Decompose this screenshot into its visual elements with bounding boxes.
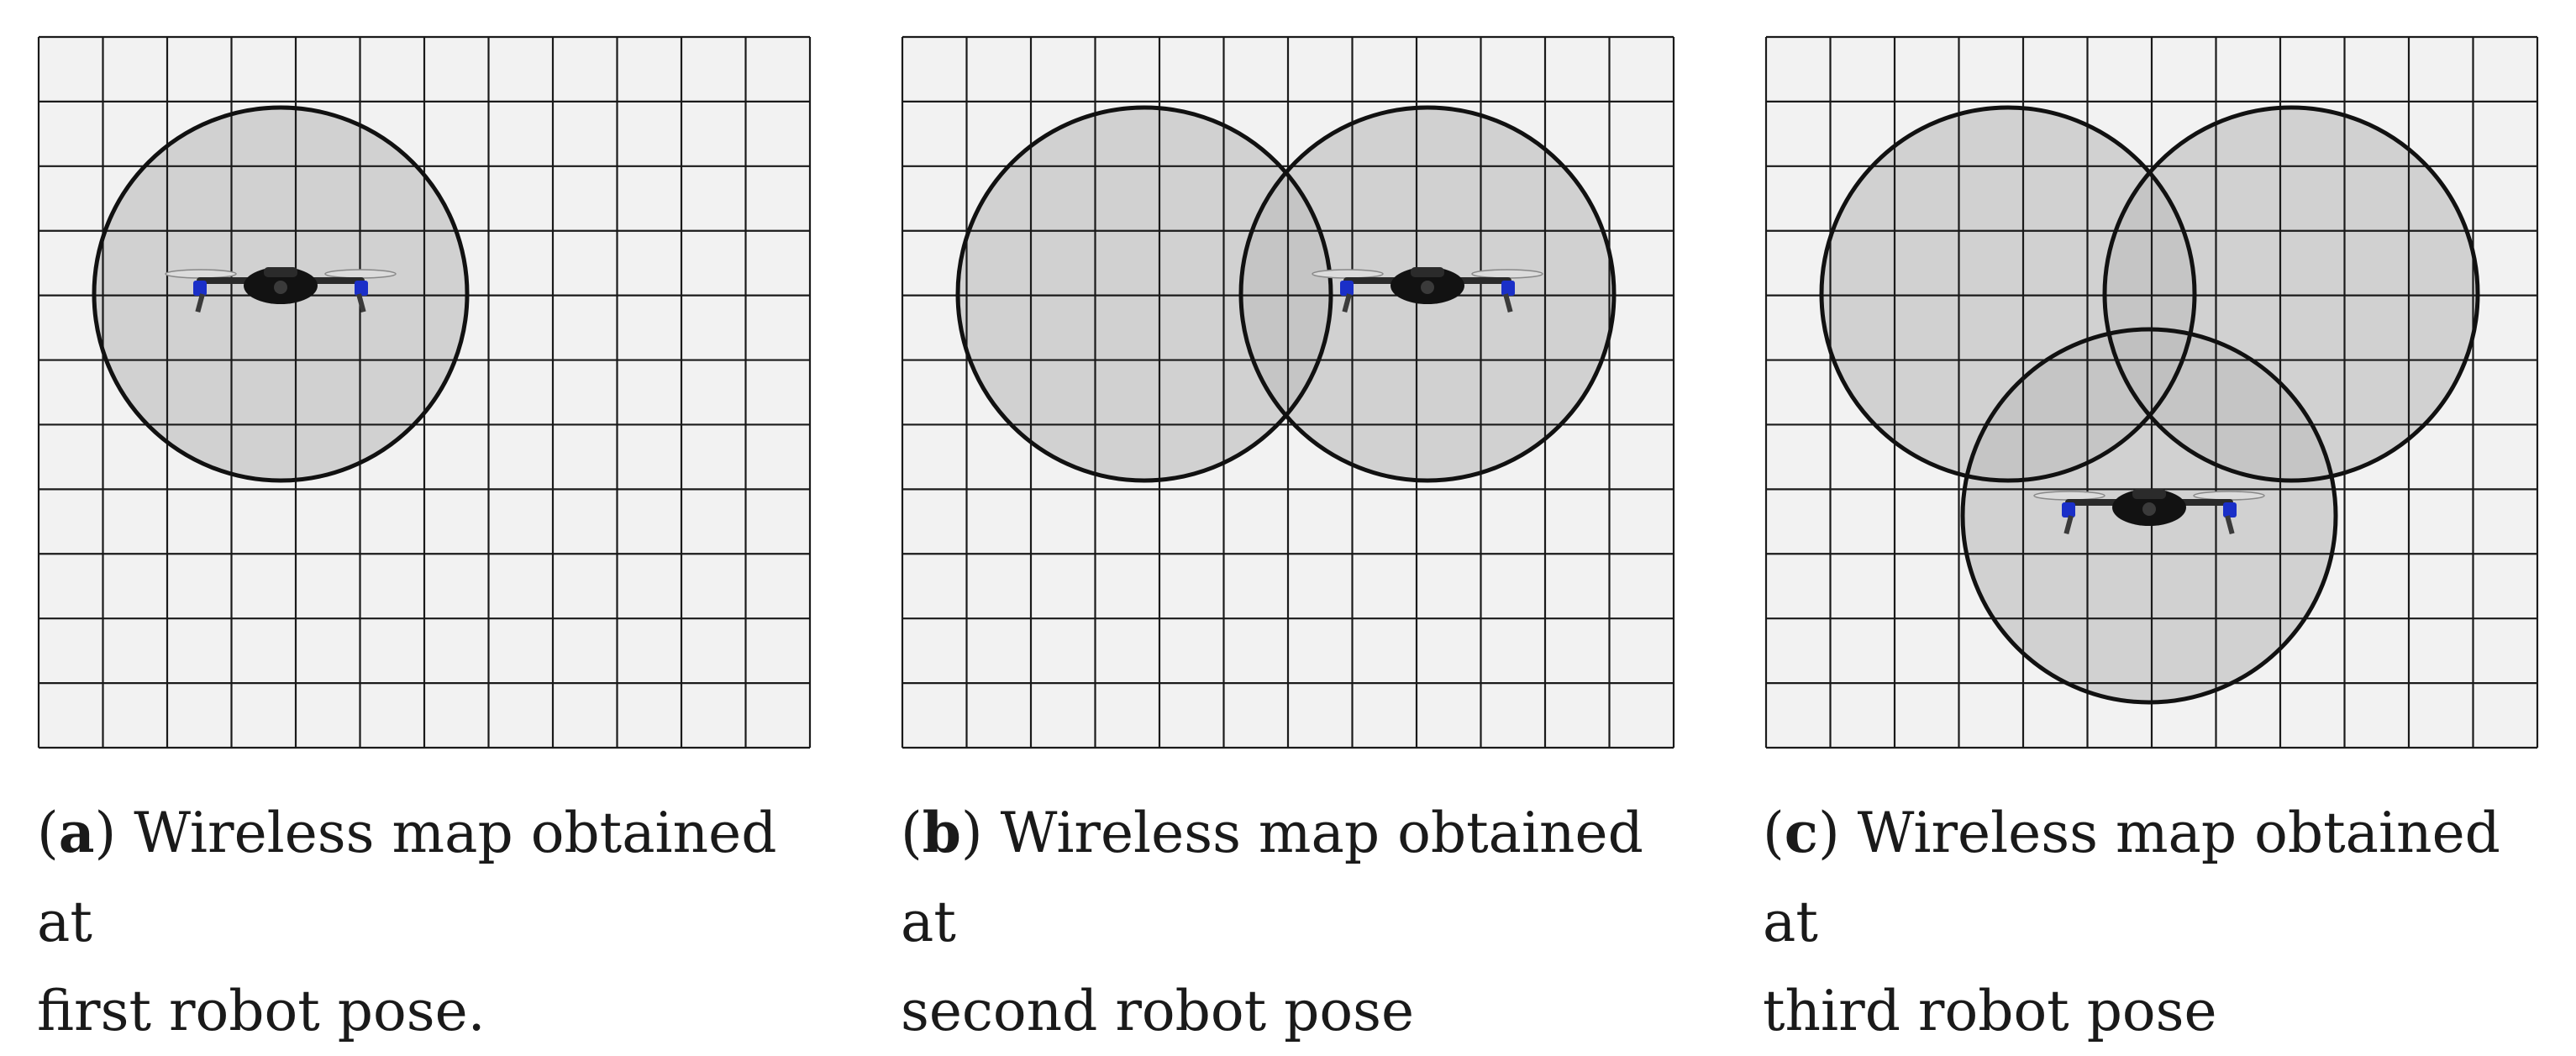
panel-c-coverage-outline-2 xyxy=(2102,105,2480,483)
caption-c-letter: c xyxy=(1784,800,1818,865)
panel-b-coverage-outline-1 xyxy=(955,105,1333,483)
panel-b xyxy=(901,35,1675,749)
panel-c xyxy=(1764,35,2539,749)
caption-c-text-line2: third robot pose xyxy=(1763,979,2217,1043)
figure xyxy=(37,35,2539,749)
panel-a-grid xyxy=(37,35,812,749)
caption-a-letter: a xyxy=(58,800,95,865)
caption-b-text-line2: second robot pose xyxy=(901,979,1415,1043)
panel-b-grid xyxy=(901,35,1675,749)
caption-c-text: Wireless map obtained at xyxy=(1763,801,2500,954)
panel-b-coverage-area-1 xyxy=(958,108,1331,481)
panel-c-coverage-outline-1 xyxy=(1819,105,2197,483)
caption-b-text: Wireless map obtained at xyxy=(901,801,1643,954)
caption-a-text: Wireless map obtained at xyxy=(37,801,777,954)
caption-b-letter: b xyxy=(922,800,961,865)
panel-a xyxy=(37,35,812,749)
caption-a-text-line2: first robot pose. xyxy=(37,979,486,1043)
panel-b-coverage-outline-2 xyxy=(1238,105,1617,483)
panel-a-coverage-outline-1 xyxy=(92,105,470,483)
panel-c-coverage-outline-3 xyxy=(1960,327,2338,705)
